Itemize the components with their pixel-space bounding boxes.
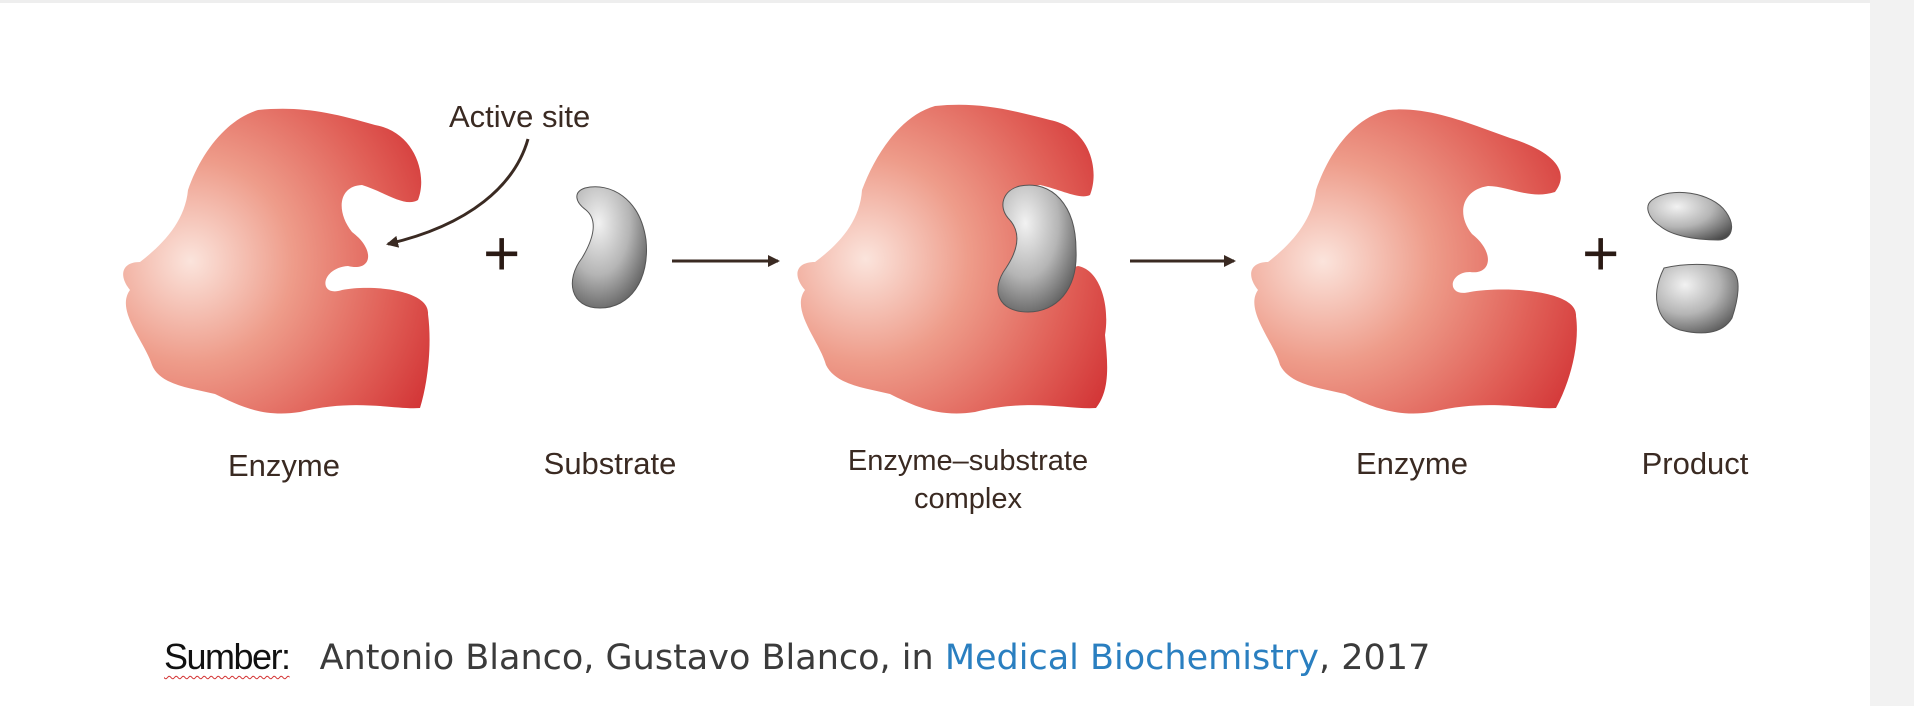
- plus-sign-1: +: [483, 217, 520, 289]
- plus-sign-2: +: [1582, 217, 1619, 289]
- label-substrate: Substrate: [544, 446, 677, 481]
- label-complex-line1: Enzyme–substrate: [848, 445, 1088, 477]
- substrate-shape: [571, 186, 648, 309]
- source-caption: Sumber: Antonio Blanco, Gustavo Blanco, i…: [164, 636, 1430, 678]
- source-authors: Antonio Blanco, Gustavo Blanco, in: [319, 638, 945, 678]
- label-enzyme-1: Enzyme: [228, 448, 340, 483]
- book-title-link[interactable]: Medical Biochemistry: [944, 638, 1320, 678]
- source-label: Sumber:: [164, 636, 291, 677]
- enzyme-shape-2: [797, 104, 1108, 414]
- active-site-label: Active site: [449, 99, 590, 134]
- source-year: , 2017: [1319, 638, 1431, 678]
- enzyme-shape-1: [123, 108, 430, 414]
- label-enzyme-2: Enzyme: [1356, 446, 1468, 481]
- label-product: Product: [1642, 446, 1749, 481]
- bound-substrate-shape: [997, 184, 1077, 313]
- product-piece-bottom: [1656, 263, 1739, 334]
- enzyme-shape-3: [1251, 109, 1577, 414]
- product-piece-top: [1647, 191, 1733, 241]
- top-divider: [0, 0, 1870, 3]
- label-complex-line2: complex: [914, 483, 1022, 515]
- right-margin-strip: [1870, 0, 1914, 706]
- active-site-arrow: [386, 138, 530, 248]
